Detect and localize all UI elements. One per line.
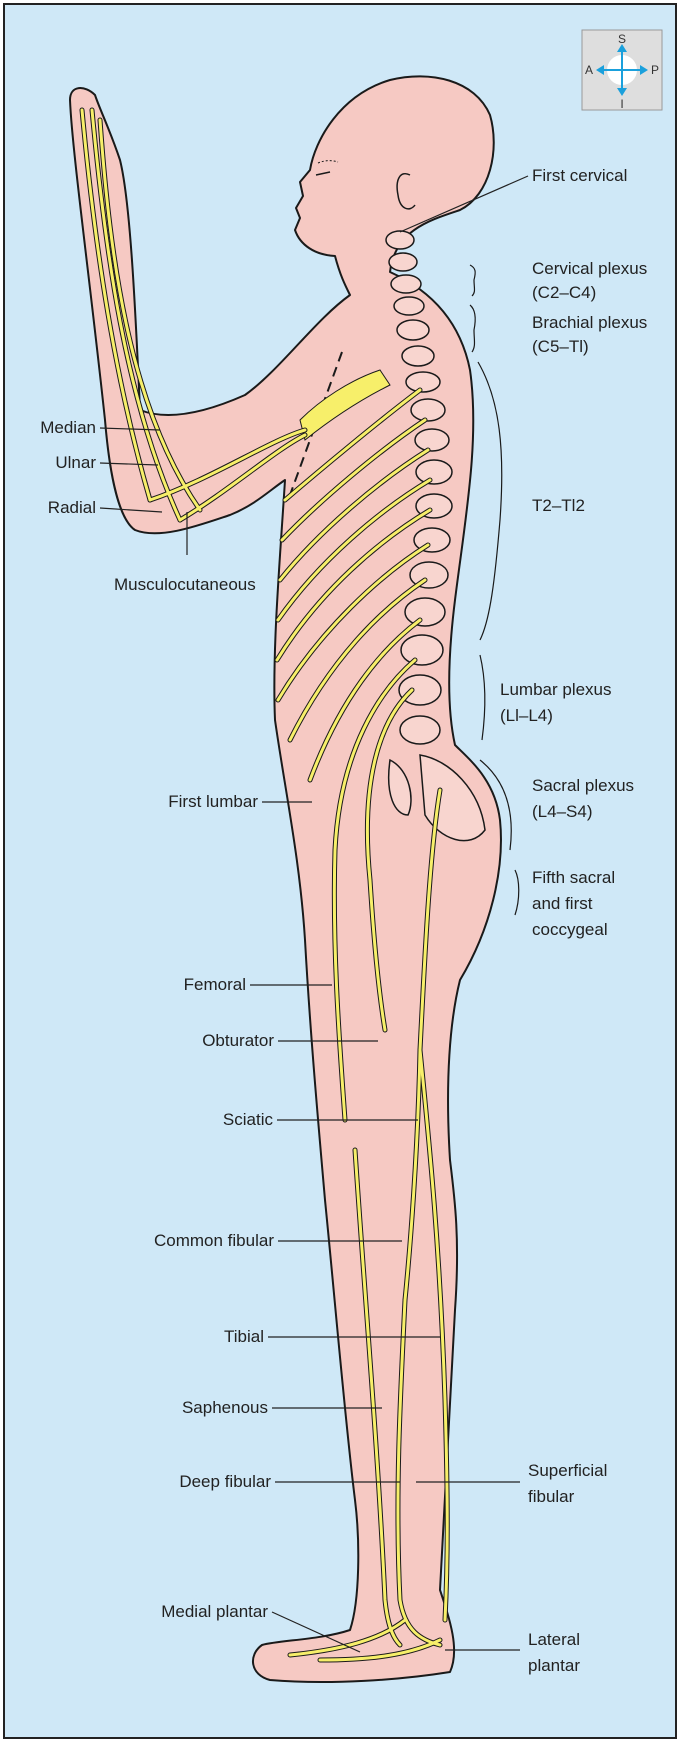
label-first-cervical: First cervical: [532, 164, 627, 188]
label-superficial-fibular-line1: Superficial: [528, 1459, 607, 1483]
label-medial-plantar: Medial plantar: [100, 1600, 268, 1624]
label-femoral: Femoral: [100, 973, 246, 997]
label-fifth-sacral-line3: coccygeal: [532, 918, 608, 942]
compass-icon: S I A P: [582, 30, 662, 111]
compass-s: S: [618, 32, 626, 46]
label-saphenous: Saphenous: [100, 1396, 268, 1420]
label-tibial: Tibial: [100, 1325, 264, 1349]
compass-p: P: [651, 63, 659, 77]
label-lateral-plantar-line2: plantar: [528, 1654, 580, 1678]
label-sacral-plexus-range: (L4–S4): [532, 800, 592, 824]
label-ulnar: Ulnar: [10, 451, 96, 475]
label-musculocutaneous: Musculocutaneous: [114, 573, 256, 597]
label-deep-fibular: Deep fibular: [100, 1470, 271, 1494]
label-sacral-plexus: Sacral plexus: [532, 774, 634, 798]
label-brachial-plexus: Brachial plexus: [532, 311, 647, 335]
label-obturator: Obturator: [100, 1029, 274, 1053]
label-t2-tl2: T2–Tl2: [532, 494, 585, 518]
label-cervical-plexus-range: (C2–C4): [532, 281, 596, 305]
label-sciatic: Sciatic: [100, 1108, 273, 1132]
label-brachial-plexus-range: (C5–Tl): [532, 335, 589, 359]
label-lumbar-plexus: Lumbar plexus: [500, 678, 612, 702]
label-common-fibular: Common fibular: [100, 1229, 274, 1253]
label-first-lumbar: First lumbar: [100, 790, 258, 814]
label-lumbar-plexus-range: (Ll–L4): [500, 704, 553, 728]
compass-i: I: [620, 97, 623, 111]
label-fifth-sacral-line2: and first: [532, 892, 592, 916]
compass-a: A: [585, 63, 593, 77]
label-radial: Radial: [10, 496, 96, 520]
label-superficial-fibular-line2: fibular: [528, 1485, 574, 1509]
label-median: Median: [10, 416, 96, 440]
label-lateral-plantar-line1: Lateral: [528, 1628, 580, 1652]
label-fifth-sacral-line1: Fifth sacral: [532, 866, 615, 890]
label-cervical-plexus: Cervical plexus: [532, 257, 647, 281]
